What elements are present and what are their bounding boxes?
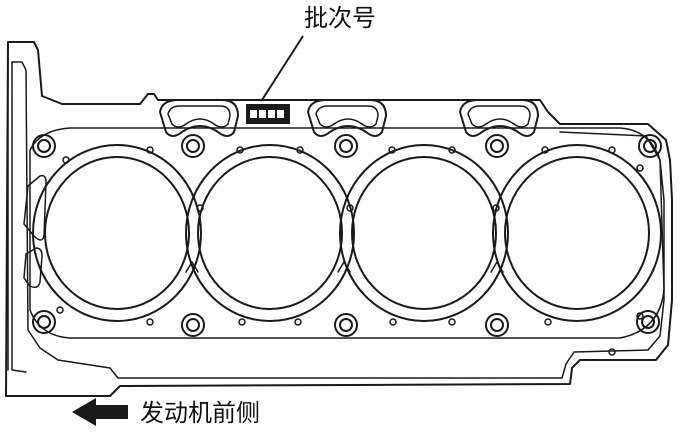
bolt-hole-bottom-1 <box>32 310 56 334</box>
left-side-slot-lower <box>23 247 43 289</box>
v-marker-2 <box>337 261 351 273</box>
v-marker-1 <box>185 261 199 273</box>
left-edge-tab <box>7 61 27 373</box>
v-marker-3 <box>490 261 504 273</box>
engine-front-label: 发动机前侧 <box>140 399 260 427</box>
cylinder-bore-2 <box>185 144 355 322</box>
cylinder-bore-4 <box>492 144 662 322</box>
water-passage-holes <box>56 146 644 356</box>
top-slot-3 <box>459 99 539 137</box>
cylinder-bore-3 <box>339 144 509 322</box>
bolt-hole-top-4 <box>485 134 509 158</box>
top-slot-1 <box>159 99 239 137</box>
gasket-bead-outline <box>29 127 665 339</box>
left-arrow-icon <box>72 398 128 426</box>
batch-leader-line <box>261 35 304 101</box>
top-slot-2 <box>307 99 387 137</box>
bolt-hole-bottom-2 <box>181 313 205 337</box>
bolt-hole-bottom-5 <box>636 310 660 334</box>
gasket-outer-outline <box>5 41 673 397</box>
bolt-hole-bottom-3 <box>334 313 358 337</box>
batch-number-marking <box>246 104 290 124</box>
bolt-hole-top-2 <box>181 134 205 158</box>
cylinder-bore-1 <box>32 144 202 322</box>
bolt-hole-top-1 <box>32 134 56 158</box>
bolt-hole-top-5 <box>638 134 662 158</box>
batch-number-label: 批次号 <box>304 4 376 32</box>
left-side-slot-upper <box>23 174 47 241</box>
bolt-hole-top-3 <box>334 134 358 158</box>
bolt-hole-bottom-4 <box>485 313 509 337</box>
gasket-inner-outline <box>11 61 665 379</box>
